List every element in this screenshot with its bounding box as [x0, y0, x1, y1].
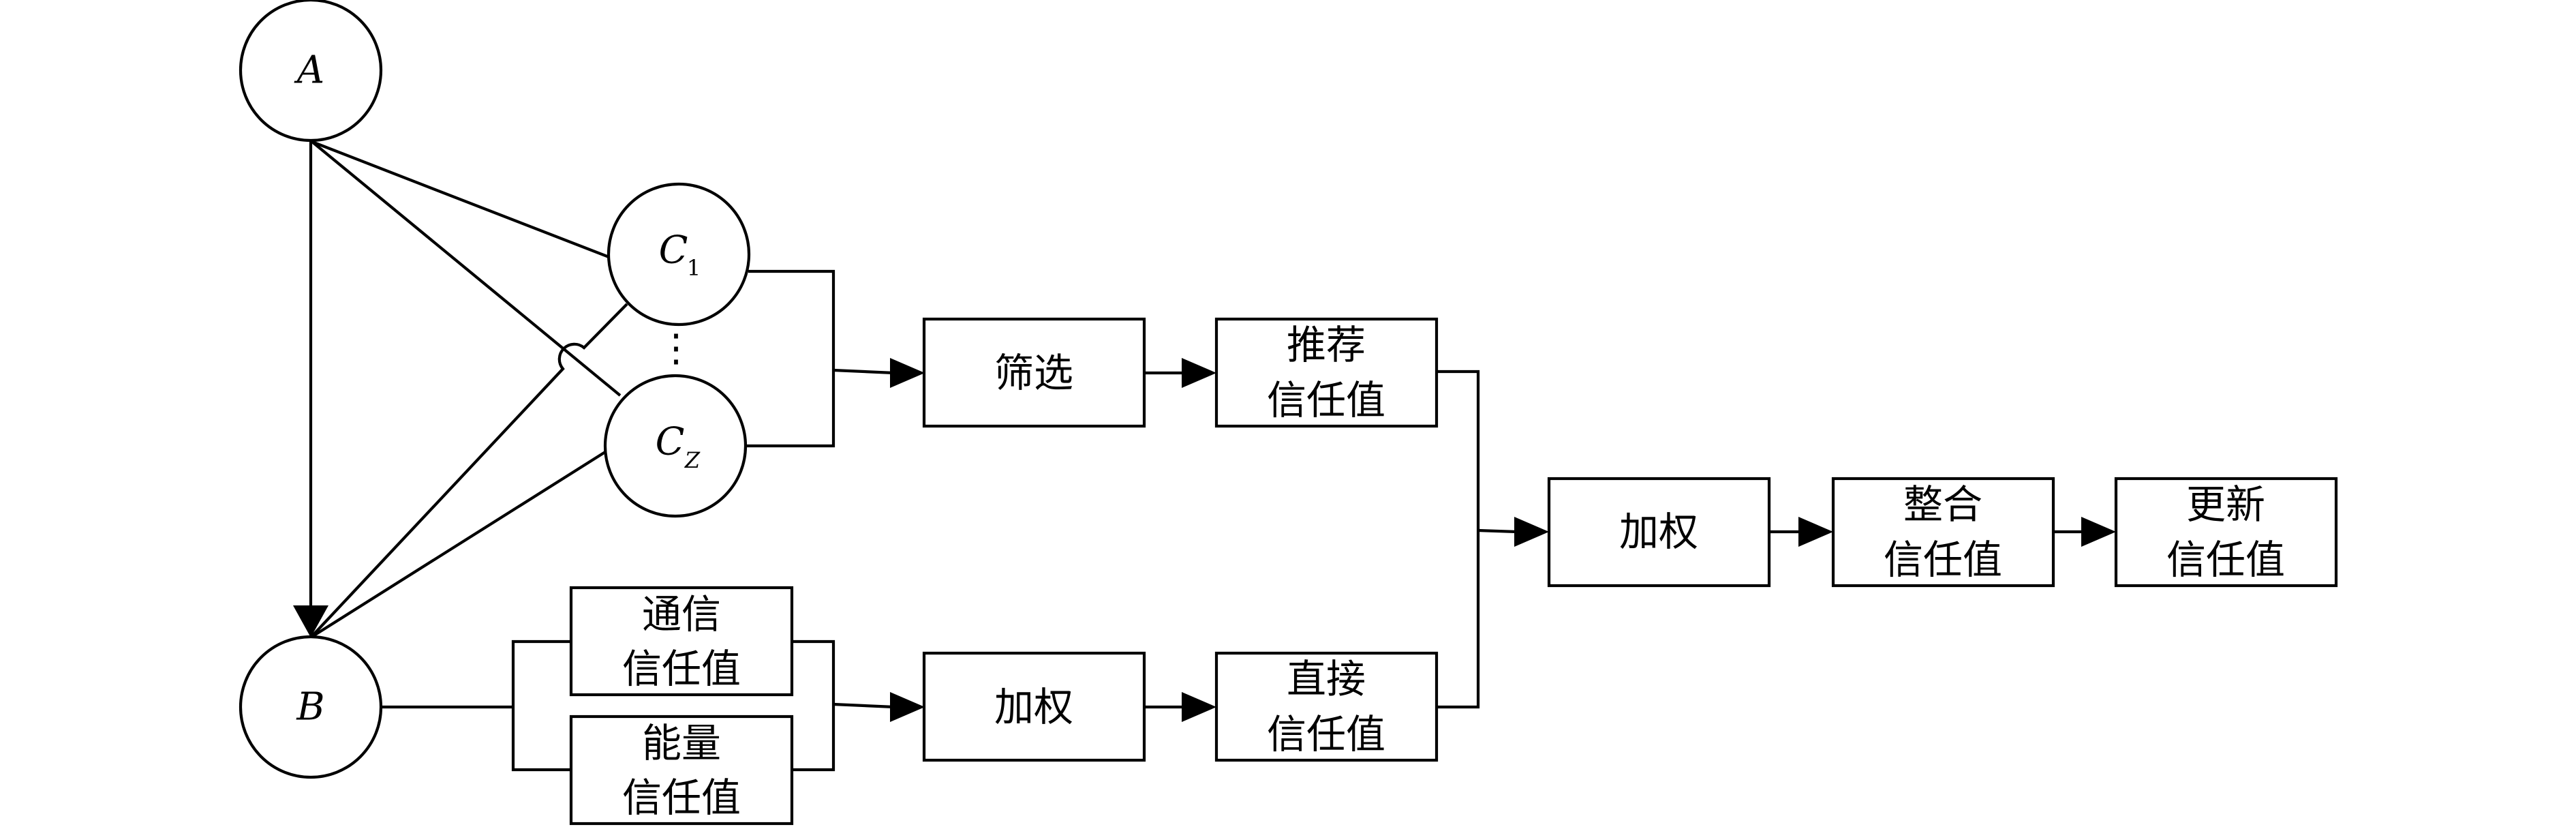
arrow-to-weight-mid	[1514, 517, 1549, 547]
vdots: ⋮	[657, 327, 695, 371]
box-direct-trust: 直接 信任值	[1214, 651, 1439, 762]
box-energy-trust-line1: 能量	[642, 720, 721, 766]
box-communication-trust: 通信 信任值	[569, 586, 794, 697]
box-energy-trust-line2: 信任值	[622, 775, 741, 821]
box-integrated-trust-line2: 信任值	[1884, 537, 2002, 583]
edge-a-to-c1	[311, 140, 611, 259]
box-weight-mid-label: 加权	[1619, 509, 1698, 555]
edge-bracket-to-weight-low	[833, 702, 895, 709]
box-recommend-trust: 推荐 信任值	[1214, 317, 1439, 428]
box-weight-low-label: 加权	[994, 684, 1073, 730]
arrow-to-direct	[1182, 692, 1216, 722]
node-c1: C 1	[607, 182, 751, 327]
box-updated-trust-line2: 信任值	[2166, 537, 2285, 583]
arrow-to-recommend	[1182, 358, 1216, 388]
edge-fork-bracket	[511, 640, 571, 772]
box-recommend-trust-line2: 信任值	[1267, 377, 1385, 423]
edge-right-bracket	[792, 640, 835, 772]
node-cz: C Z	[603, 374, 748, 518]
edge-bracket-to-weight-mid	[1477, 528, 1518, 534]
box-direct-trust-line2: 信任值	[1267, 711, 1385, 757]
box-weight-mid: 加权	[1547, 477, 1771, 588]
box-integrated-trust-line1: 整合	[1903, 481, 1982, 528]
arrow-to-integrated	[1798, 517, 1833, 547]
edge-mid-bracket	[1437, 370, 1480, 709]
edge-a-to-cz	[311, 140, 622, 397]
box-filter: 筛选	[922, 317, 1146, 428]
edge-c1-bracket	[744, 269, 835, 448]
node-b-label: B	[296, 685, 324, 730]
box-weight-low: 加权	[922, 651, 1146, 762]
edges	[293, 140, 2116, 772]
node-b: B	[239, 635, 383, 779]
box-recommend-trust-line1: 推荐	[1287, 322, 1366, 368]
box-direct-trust-line1: 直接	[1287, 656, 1366, 702]
box-updated-trust-line1: 更新	[2186, 481, 2265, 528]
node-c1-label: C	[659, 228, 688, 273]
arrow-to-filter	[890, 358, 925, 388]
node-cz-label: C	[656, 420, 685, 464]
node-cz-subscript: Z	[684, 447, 701, 473]
arrow-a-to-b	[293, 605, 328, 637]
arrow-to-weight-low	[890, 692, 925, 722]
box-integrated-trust: 整合 信任值	[1831, 477, 2055, 588]
edge-cz-to-b	[309, 451, 607, 639]
node-a-label: A	[294, 48, 324, 93]
edge-bracket-to-filter	[833, 368, 895, 375]
box-communication-trust-line2: 信任值	[622, 646, 741, 692]
box-energy-trust: 能量 信任值	[569, 715, 794, 826]
box-updated-trust: 更新 信任值	[2114, 477, 2338, 588]
arrow-to-updated	[2081, 517, 2116, 547]
node-a: A	[239, 0, 383, 142]
node-c1-subscript: 1	[687, 255, 701, 281]
edge-c1-to-b	[309, 303, 628, 639]
box-filter-label: 筛选	[994, 350, 1073, 396]
box-communication-trust-line1: 通信	[642, 591, 721, 637]
